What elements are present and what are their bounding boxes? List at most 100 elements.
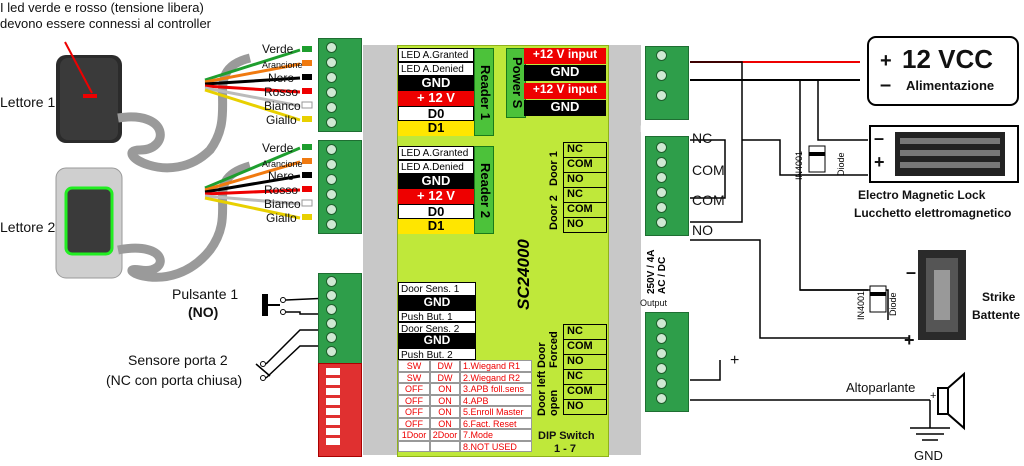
out-no: NO	[692, 222, 713, 238]
terminal-screw	[656, 333, 667, 344]
dip-toggle[interactable]	[326, 408, 340, 415]
top-note-line1: I led verde e rosso (tensione libera)	[0, 0, 204, 15]
strike-diode-word: Diode	[888, 292, 898, 316]
terminal-screw	[326, 174, 337, 185]
in-door-sens-2: Door Sens. 2	[398, 322, 476, 335]
power-gnd-2: GND	[524, 100, 606, 116]
terminal-screw	[326, 304, 337, 315]
r1-d0: D0	[398, 106, 474, 121]
dip-cell: 2Door	[430, 429, 460, 441]
dip-toggle[interactable]	[326, 378, 340, 385]
terminal-screw	[656, 202, 667, 213]
terminal-alarm-relays	[645, 312, 689, 412]
in-push-but-2: Push But. 2	[398, 348, 476, 361]
reader2-label: Lettore 2	[0, 219, 56, 235]
top-note-line2: devono essere connessi al controller	[0, 16, 212, 31]
reader1-cable	[117, 53, 252, 173]
dip-cell: 4.APB	[460, 394, 532, 406]
terminal-screw	[326, 144, 337, 155]
dip-cell: 2.Wiegand R2	[460, 371, 532, 383]
maglock-label-2: Lucchetto elettromagnetico	[854, 206, 1012, 220]
speaker-symbol	[937, 387, 949, 415]
in-door-sens-1: Door Sens. 1	[398, 282, 476, 296]
out-com-1: COM	[692, 162, 725, 178]
dip-cell: 1Door	[398, 429, 430, 441]
open-com: COM	[563, 384, 607, 400]
dip-cell: 3.APB foll.sens	[460, 383, 532, 395]
wire-label-nero-2: Nero	[268, 169, 295, 183]
terminal-screw	[326, 87, 337, 98]
led-pointer	[64, 41, 93, 94]
supply-voltage: 12 VCC	[902, 44, 994, 74]
door2-no: NO	[563, 217, 607, 233]
terminal-screw	[656, 393, 667, 404]
strike-minus: –	[906, 262, 917, 282]
door2-com: COM	[563, 202, 607, 218]
terminal-screw	[656, 217, 667, 228]
in-push-but-1: Push But. 1	[398, 310, 476, 323]
dip-cell: 5.Enroll Master	[460, 406, 532, 418]
strike-label-2: Battente	[972, 308, 1021, 322]
open-no: NO	[563, 399, 607, 415]
dip-toggle[interactable]	[326, 428, 340, 435]
supply-plus: +	[880, 50, 892, 72]
wire-label-giallo-1: Giallo	[266, 113, 297, 127]
dip-cell	[430, 440, 460, 452]
in-gnd-2: GND	[398, 334, 476, 348]
reader2-tab: Reader 2	[474, 146, 494, 234]
maglock-plus: +	[874, 152, 885, 172]
terminal-screw	[326, 57, 337, 68]
power-12v-2: +12 V input	[524, 83, 606, 99]
terminal-screw	[326, 318, 337, 329]
dip-cell: OFF	[398, 406, 430, 418]
dip-toggle[interactable]	[326, 388, 340, 395]
terminal-screw	[656, 90, 667, 101]
left-rail	[363, 45, 397, 455]
dip-switch-block[interactable]	[318, 363, 362, 457]
wire-label-rosso-2: Rosso	[264, 183, 299, 197]
power-gnd-1: GND	[524, 65, 606, 81]
terminal-screw	[656, 187, 667, 198]
push-button-label: Pulsante 1	[172, 286, 239, 302]
terminal-power	[645, 46, 689, 120]
dip-toggle[interactable]	[326, 398, 340, 405]
wire-label-bianco-2: Bianco	[264, 197, 301, 211]
power-tag: Power	[640, 124, 666, 134]
maglock-diode-code: IN4001	[794, 150, 804, 180]
input-tag: Input	[336, 258, 357, 268]
terminal-screw	[326, 102, 337, 113]
door1-nc: NC	[563, 142, 607, 158]
wire-label-arancione-2: Arancione	[262, 159, 303, 169]
r2-12v: + 12 V	[398, 189, 474, 204]
power-12v-1: +12 V input	[524, 48, 606, 64]
forced-nc: NC	[563, 324, 607, 340]
dip-toggle[interactable]	[326, 368, 340, 375]
supply-name: Alimentazione	[906, 78, 995, 93]
r1-gnd: GND	[398, 76, 474, 91]
r2-d1: D1	[398, 219, 474, 234]
door1-no: NO	[563, 172, 607, 188]
forced-no: NO	[563, 354, 607, 370]
dip-cell: ON	[430, 406, 460, 418]
terminal-screw	[656, 378, 667, 389]
terminal-screw	[656, 318, 667, 329]
strike-label-1: Strike	[982, 290, 1016, 304]
supply-minus: –	[880, 74, 892, 96]
r1-led-denied: LED A.Denied	[398, 62, 474, 76]
strike-diode-code: IN4001	[856, 290, 866, 320]
wire-label-giallo-2: Giallo	[266, 211, 297, 225]
out-com-2: COM	[692, 192, 725, 208]
terminal-screw	[326, 42, 337, 53]
maglock-diode-word: Diode	[836, 152, 846, 176]
door2-nc: NC	[563, 187, 607, 203]
terminal-screw	[326, 219, 337, 230]
door-sensor-label: Sensore porta 2	[128, 352, 228, 368]
dip-toggle[interactable]	[326, 438, 340, 445]
door-forced-label: Door Forced	[536, 331, 560, 368]
wire-label-nero-1: Nero	[268, 71, 295, 85]
dip-cell: SW	[398, 360, 430, 372]
gnd-label: GND	[914, 448, 943, 463]
dip-toggle[interactable]	[326, 418, 340, 425]
dip-cell: ON	[430, 383, 460, 395]
